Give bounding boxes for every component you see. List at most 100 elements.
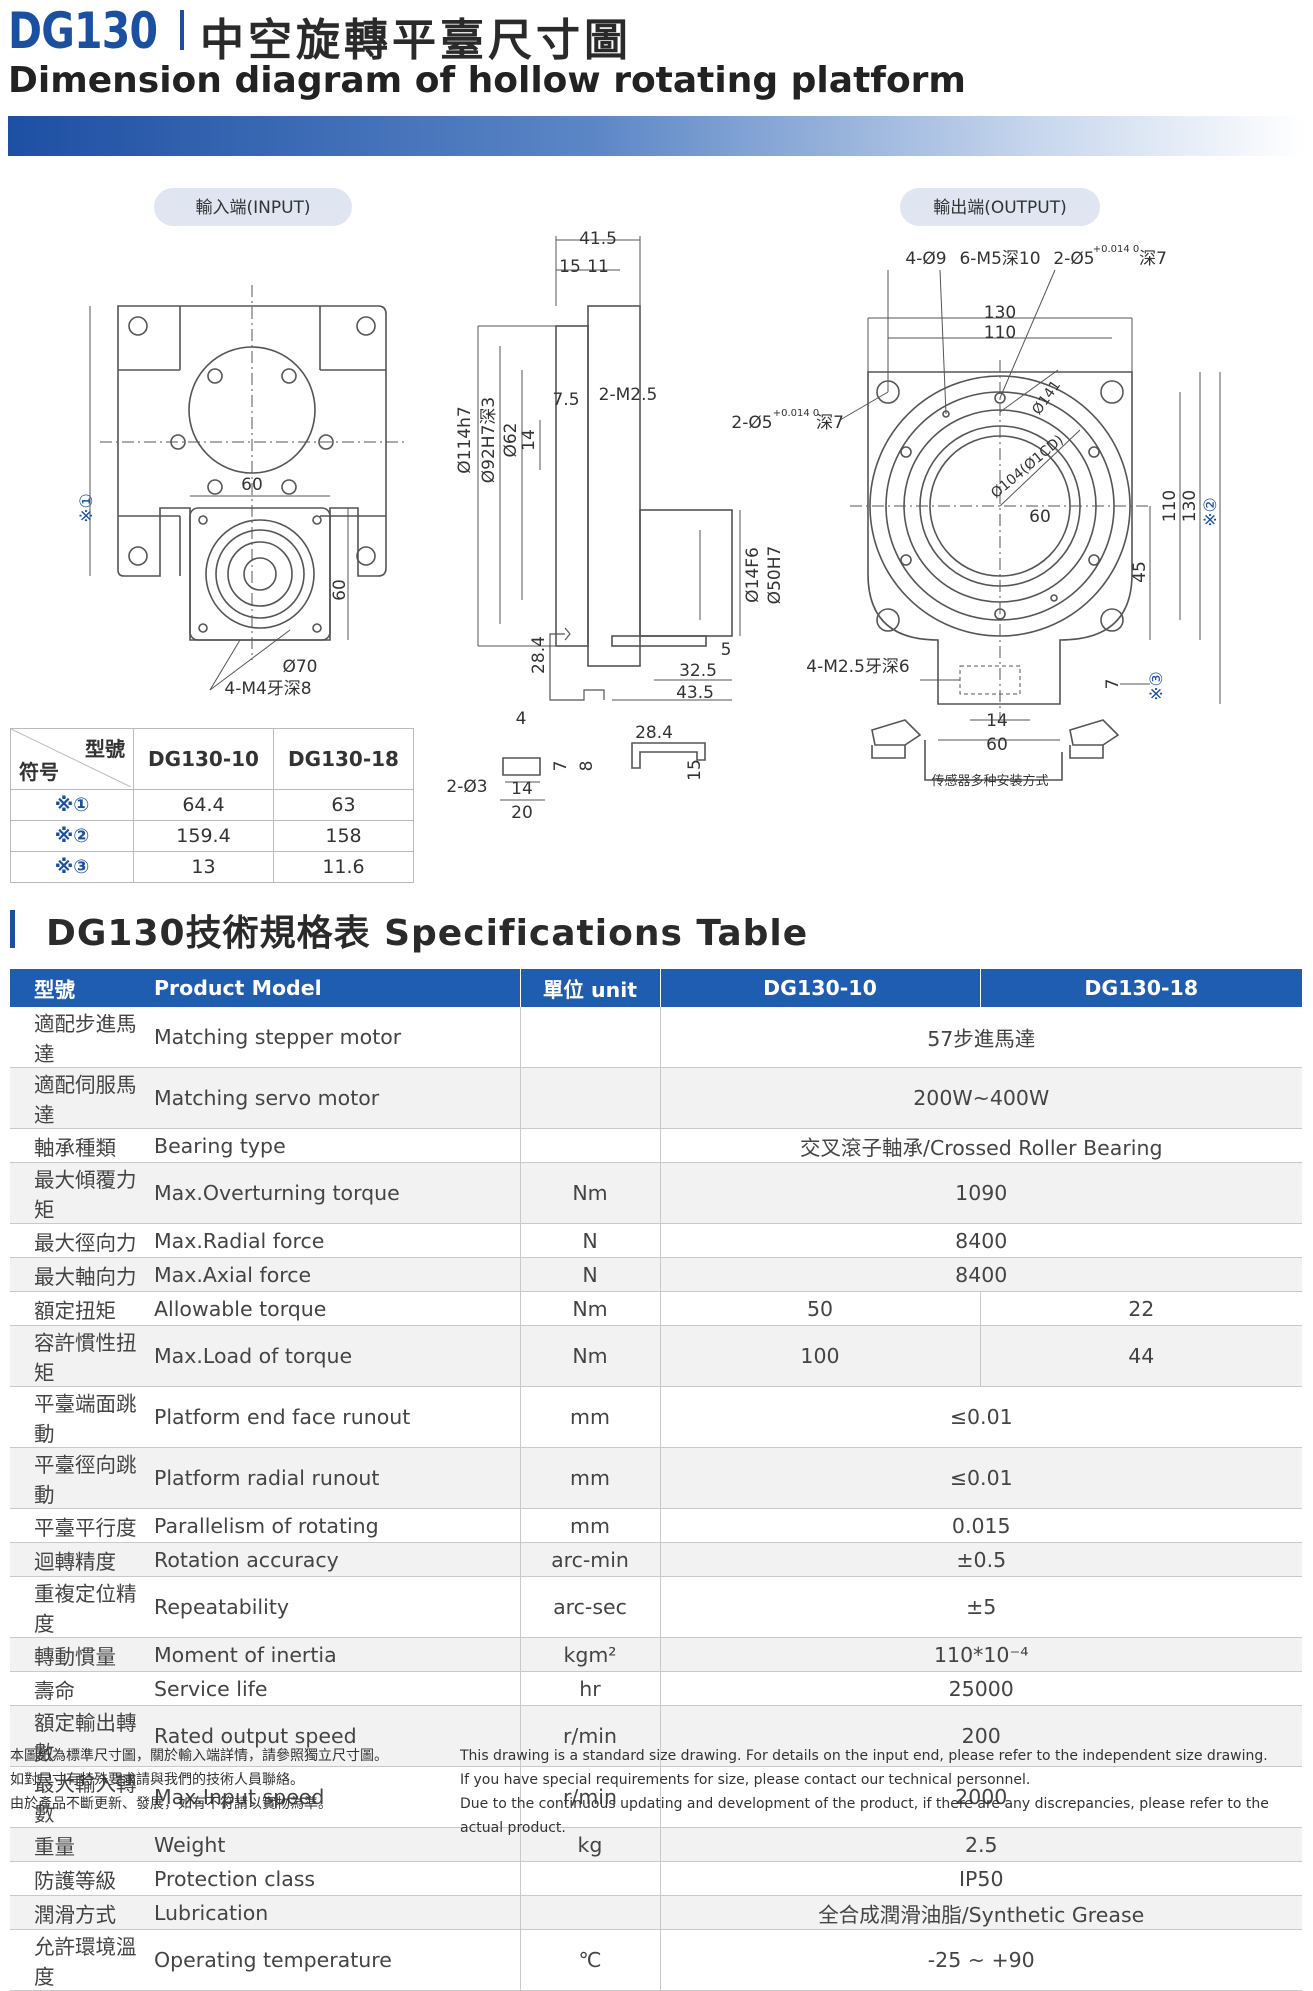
dim-label: 15 [559, 257, 581, 277]
spec-name-cn: 最大軸向力 [10, 1257, 154, 1292]
dim-label: 45 [1130, 561, 1150, 583]
spec-value: IP50 [660, 1861, 1302, 1896]
spec-name-cn: 重量 [10, 1827, 154, 1862]
dim-label: 60 [1029, 507, 1051, 527]
dim-label: 8 [577, 761, 597, 772]
sensor-note: 传感器多种安装方式 [931, 773, 1048, 789]
spec-name-en: Allowable torque [154, 1291, 520, 1326]
spec-name-en: Rotation accuracy [154, 1542, 520, 1577]
spec-unit [519, 1067, 661, 1129]
spec-unit: mm [519, 1508, 661, 1543]
spec-name-en: Rated output speed [154, 1705, 520, 1767]
dim-label: Ø62 [501, 422, 521, 457]
table-row: ※① 64.4 63 [10, 789, 414, 821]
symbol-table: 型號 符号 DG130-10 DG130-18 ※① 64.4 63 ※② 15… [10, 728, 414, 883]
dim-label: 32.5 [679, 661, 717, 681]
spec-unit: Nm [519, 1162, 661, 1224]
spec-name-en: Protection class [154, 1861, 520, 1896]
title-cn: 中空旋轉平臺尺寸圖 [200, 15, 632, 66]
dim-label: 11 [587, 257, 609, 277]
spec-name-cn: 額定扭矩 [10, 1291, 154, 1326]
dim-label: 2-Ø5 [731, 413, 772, 433]
symbol-table-col1: DG130-10 [133, 728, 274, 790]
spec-value: 0.015 [660, 1508, 1302, 1543]
spec-value: 交叉滾子軸承/Crossed Roller Bearing [660, 1128, 1302, 1163]
spec-unit: mm [519, 1386, 661, 1448]
spec-name-cn: 適配伺服馬達 [10, 1067, 154, 1129]
dim-label: 4-M4牙深8 [224, 679, 311, 699]
dim-label: 14 [986, 711, 1008, 731]
spec-unit: Nm [519, 1325, 661, 1387]
row-value: 159.4 [133, 820, 274, 852]
row-mark: ※① [10, 789, 134, 821]
spec-unit [519, 1128, 661, 1163]
dim-label: 14 [511, 779, 533, 799]
spec-unit [519, 1861, 661, 1896]
row-value: 63 [273, 789, 414, 821]
spec-value-model-1: 100 [660, 1325, 980, 1387]
row-value: 158 [273, 820, 414, 852]
header-unit: 單位 unit [519, 969, 661, 1007]
dim-label: 7.5 [552, 390, 579, 410]
spec-unit: kgm² [519, 1637, 661, 1672]
dim-tolerance: +0.014 0 [1093, 244, 1140, 255]
dim-label: 14 [519, 429, 539, 451]
dim-tolerance: +0.014 0 [773, 408, 820, 419]
dim-label: Ø50H7 [765, 546, 785, 605]
spec-unit [519, 1007, 661, 1068]
dim-label: 4-Ø9 [905, 249, 946, 269]
header-model-1: DG130-10 [660, 969, 980, 1007]
spec-value: ±0.5 [660, 1542, 1302, 1577]
dim-label: Ø70 [282, 657, 317, 677]
spec-title: DG130技術規格表 Specifications Table [46, 913, 809, 954]
spec-name-cn: 平臺端面跳動 [10, 1386, 154, 1448]
spec-name-en: Matching servo motor [154, 1067, 520, 1129]
spec-name-en: Max.Radial force [154, 1223, 520, 1258]
header-model-2: DG130-18 [979, 969, 1302, 1007]
dim-label: 5 [721, 640, 732, 660]
spec-name-cn: 適配步進馬達 [10, 1007, 154, 1068]
spec-unit: mm [519, 1447, 661, 1509]
model-title: DG130 [8, 2, 158, 60]
spec-unit: arc-min [519, 1542, 661, 1577]
spec-name-en: Max.Overturning torque [154, 1162, 520, 1224]
symbol-table-symbol-header: 符号 [19, 760, 59, 784]
spec-name-cn: 迴轉精度 [10, 1542, 154, 1577]
spec-name-en: Service life [154, 1671, 520, 1706]
footer-line: Due to the continuous updating and devel… [460, 1796, 1269, 1836]
spec-name-en: Max.Load of torque [154, 1325, 520, 1387]
spec-unit [519, 1895, 661, 1930]
table-row: ※③ 13 11.6 [10, 851, 414, 883]
row-value: 13 [133, 851, 274, 883]
spec-name-cn: 允許環境溫度 [10, 1929, 154, 1991]
footer-line: If you have special requirements for siz… [460, 1772, 1031, 1788]
spec-unit: N [519, 1257, 661, 1292]
symbol-table-col2: DG130-18 [273, 728, 414, 790]
dim-label: 110 [1160, 490, 1180, 522]
row-value: 64.4 [133, 789, 274, 821]
mark-2-label: ※② [1201, 497, 1221, 526]
dim-label: 7 [551, 761, 571, 772]
spec-title-accent [10, 910, 15, 948]
specifications-table: 型號 Product Model 單位 unit DG130-10 DG130-… [10, 969, 1302, 1991]
dim-label: 20 [511, 803, 533, 823]
footer-line: This drawing is a standard size drawing.… [460, 1748, 1268, 1764]
spec-value-model-1: 50 [660, 1291, 980, 1326]
dim-label: 60 [241, 475, 263, 495]
footer-line: 由於產品不斷更新、發展，如有不符請以實物為準。 [10, 1796, 332, 1812]
dim-label: Ø114h7 [455, 406, 475, 473]
spec-value: ≤0.01 [660, 1386, 1302, 1448]
spec-value: 25000 [660, 1671, 1302, 1706]
spec-name-en: Repeatability [154, 1576, 520, 1638]
spec-value: 110*10⁻⁴ [660, 1637, 1302, 1672]
row-mark: ※② [10, 820, 134, 852]
spec-value-model-2: 22 [979, 1291, 1302, 1326]
